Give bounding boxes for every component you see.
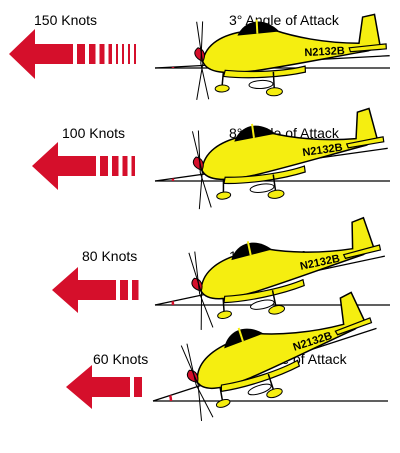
panel-100-knots: 100 Knots 8° Angle of Attack N2132B xyxy=(0,107,400,226)
speed-label: 150 Knots xyxy=(34,12,98,28)
panel-60-knots: 60 Knots 18° Angle of Attack N2132B xyxy=(0,291,400,452)
wind-arrow-icon xyxy=(52,267,139,313)
panel-drawing: N2132B xyxy=(52,216,390,330)
speed-label: 100 Knots xyxy=(62,125,126,141)
wind-arrow-icon xyxy=(32,142,135,190)
panel-80-knots: 80 Knots 12° Angle of Attack N2132B xyxy=(0,216,400,339)
panel-150-knots: 150 Knots 3° Angle of Attack N2132B xyxy=(0,0,400,113)
wind-arrow-icon xyxy=(66,365,142,409)
airplane-icon: N2132B xyxy=(154,13,390,100)
panel-drawing: N2132B xyxy=(66,291,388,422)
speed-label: 60 Knots xyxy=(93,351,149,367)
panel-drawing: N2132B xyxy=(32,107,390,210)
wind-arrow-icon xyxy=(9,29,136,79)
panel-drawing: N2132B xyxy=(9,13,390,100)
speed-label: 80 Knots xyxy=(82,248,138,264)
svg-text:N2132B: N2132B xyxy=(304,45,345,59)
airplane-icon: N2132B xyxy=(154,216,390,330)
airplane-icon: N2132B xyxy=(154,107,390,210)
svg-text:N2132B: N2132B xyxy=(302,142,344,160)
